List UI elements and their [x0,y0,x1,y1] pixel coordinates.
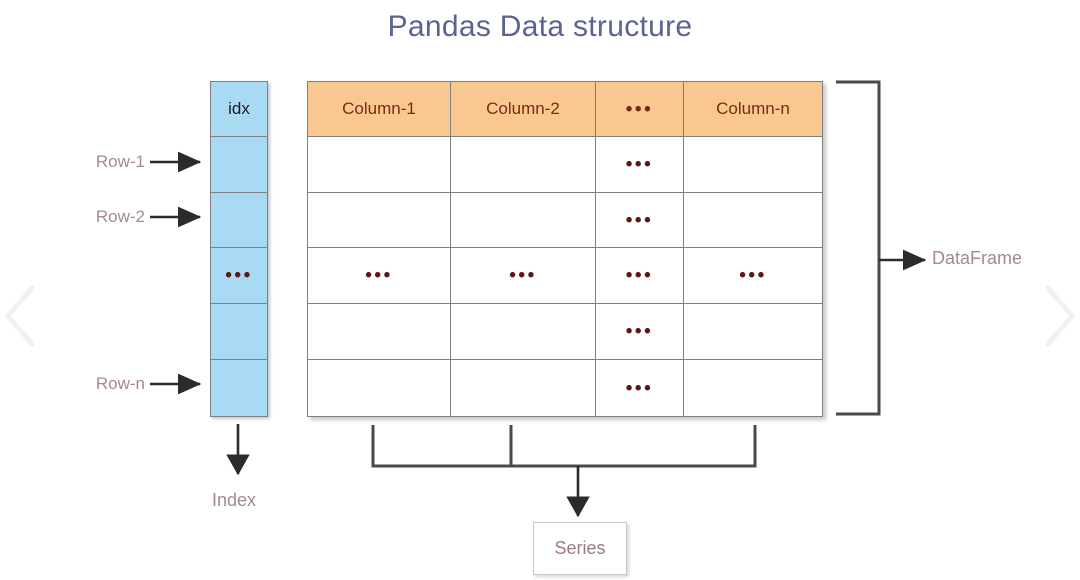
column-header-label: Column-2 [486,99,560,118]
table-cell [307,359,451,417]
index-cell [210,303,268,360]
table-cell: ••• [595,192,684,248]
series-callout-label: Series [554,538,606,558]
table-cell-text: ••• [625,209,654,231]
column-header-2: Column-2 [450,81,596,137]
chevron-left-icon[interactable] [5,285,35,347]
table-cell [683,192,823,248]
dataframe-table: Column-1 Column-2 ••• Column-n ••• ••• •… [307,81,823,417]
page-title: Pandas Data structure [387,10,693,43]
index-cell [210,359,268,417]
table-cell-text: ••• [509,265,537,286]
index-cell [210,192,268,248]
table-cell [307,303,451,360]
table-cell [450,136,596,193]
table-cell: ••• [595,303,684,360]
table-cell [307,136,451,193]
table-cell: ••• [450,247,596,304]
column-header-1: Column-1 [307,81,451,137]
column-header-label: Column-n [716,99,790,118]
index-header-label: idx [228,99,250,118]
table-cell: ••• [683,247,823,304]
table-cell [683,136,823,193]
table-cell [450,359,596,417]
chevron-right-icon[interactable] [1045,285,1075,347]
table-cell [683,359,823,417]
table-cell: ••• [595,136,684,193]
table-cell [683,303,823,360]
index-cell [210,136,268,193]
index-header-cell: idx [210,81,268,137]
column-header-n: Column-n [683,81,823,137]
table-cell-text: ••• [625,265,654,286]
table-cell-text: ••• [365,265,393,286]
table-cell-text: ••• [739,265,767,286]
table-cell-text: ••• [625,154,654,175]
table-cell: ••• [307,247,451,304]
table-cell-text: ••• [625,377,654,399]
column-header-label: ••• [625,98,654,120]
row-label-2: Row-2 [95,207,145,226]
table-cell: ••• [595,359,684,417]
table-cell [450,303,596,360]
column-header-label: Column-1 [342,99,416,118]
table-cell-text: ••• [625,321,654,342]
index-cell-text: ••• [225,265,253,286]
table-cell [450,192,596,248]
dataframe-bracket [836,80,927,416]
series-callout-box: Series [533,522,627,575]
index-cell-ellipsis: ••• [210,247,268,304]
series-bracket [371,425,757,518]
dataframe-callout-label: DataFrame [932,248,1023,268]
row-label-1: Row-1 [95,152,145,171]
index-callout-label: Index [212,490,257,510]
column-header-ellipsis: ••• [595,81,684,137]
table-cell [307,192,451,248]
row-label-n: Row-n [95,374,145,393]
table-cell: ••• [595,247,684,304]
index-column: idx ••• [210,81,268,417]
